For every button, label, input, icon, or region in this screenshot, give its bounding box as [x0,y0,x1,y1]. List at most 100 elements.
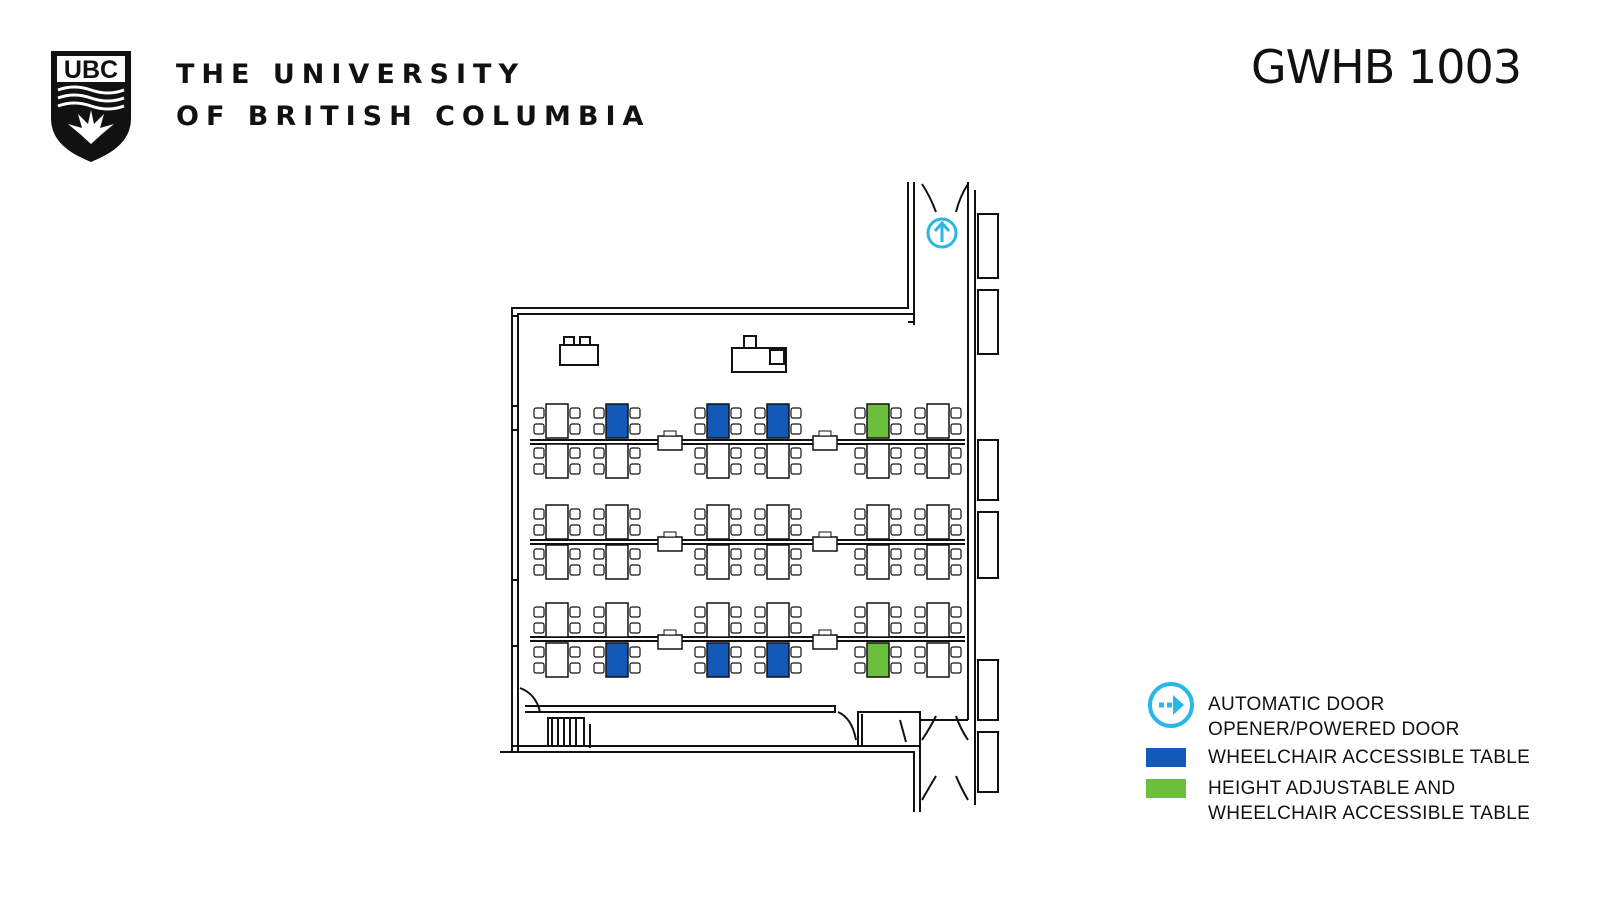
room-code: GWHB 1003 [1251,40,1522,94]
chair [790,564,802,576]
wheelchair-accessible-table [766,403,790,439]
chair [533,524,545,536]
chair [694,423,706,435]
chair [890,447,902,459]
chair [890,548,902,560]
chair [694,508,706,520]
chair [593,463,605,475]
door-opener-icon [1148,682,1194,728]
chair [629,508,641,520]
wheelchair-accessible-table [605,642,629,678]
chair [754,662,766,674]
chair [950,423,962,435]
chair [569,447,581,459]
chair [790,548,802,560]
chair [890,564,902,576]
chair [694,447,706,459]
chair [754,606,766,618]
chair [914,646,926,658]
university-name-line-2: OF BRITISH COLUMBIA [176,101,651,132]
chair [854,508,866,520]
table [545,443,569,479]
side-table [657,435,683,451]
chair [754,423,766,435]
chair [694,564,706,576]
chair [629,662,641,674]
chair [629,564,641,576]
chair [854,447,866,459]
chair [569,662,581,674]
chair [694,646,706,658]
chair [950,407,962,419]
chair [569,463,581,475]
chair [629,548,641,560]
chair [593,508,605,520]
chair [569,407,581,419]
chair [790,508,802,520]
chair [854,622,866,634]
chair [854,646,866,658]
table [766,602,790,638]
chair [593,423,605,435]
chair [593,524,605,536]
side-table [812,536,838,552]
side-table [657,536,683,552]
table [766,443,790,479]
instructor-desk [559,335,787,373]
legend-door-line-2: OPENER/POWERED DOOR [1208,719,1460,740]
chair [790,622,802,634]
legend-wheelchair-text: WHEELCHAIR ACCESSIBLE TABLE [1208,747,1531,768]
chair [569,524,581,536]
chair [854,463,866,475]
chair [950,463,962,475]
side-chair [818,430,832,437]
chair [629,463,641,475]
chair [890,407,902,419]
side-table [812,634,838,650]
chair [950,622,962,634]
chair [730,606,742,618]
table [926,544,950,580]
chair [730,423,742,435]
chair [914,548,926,560]
chair [533,564,545,576]
table [926,443,950,479]
chair [754,646,766,658]
table [706,504,730,540]
chair [950,508,962,520]
chair [890,524,902,536]
chair [629,524,641,536]
chair [694,548,706,560]
svg-text:UBC: UBC [64,56,118,84]
table [926,602,950,638]
chair [914,508,926,520]
legend-item-wheelchair: WHEELCHAIR ACCESSIBLE TABLE [1146,745,1530,770]
chair [890,463,902,475]
chair [854,662,866,674]
table [605,602,629,638]
chair [593,407,605,419]
chair [730,463,742,475]
chair [629,606,641,618]
chair [754,524,766,536]
side-table [657,634,683,650]
table [706,544,730,580]
chair [790,423,802,435]
chair [730,407,742,419]
chair [790,447,802,459]
chair [593,606,605,618]
chair [569,564,581,576]
chair [754,564,766,576]
chair [950,606,962,618]
wheelchair-accessible-table [706,642,730,678]
chair [854,548,866,560]
table [926,642,950,678]
table [766,544,790,580]
chair [754,548,766,560]
chair [629,622,641,634]
chair [950,564,962,576]
chair [914,564,926,576]
chair [950,524,962,536]
table [545,602,569,638]
